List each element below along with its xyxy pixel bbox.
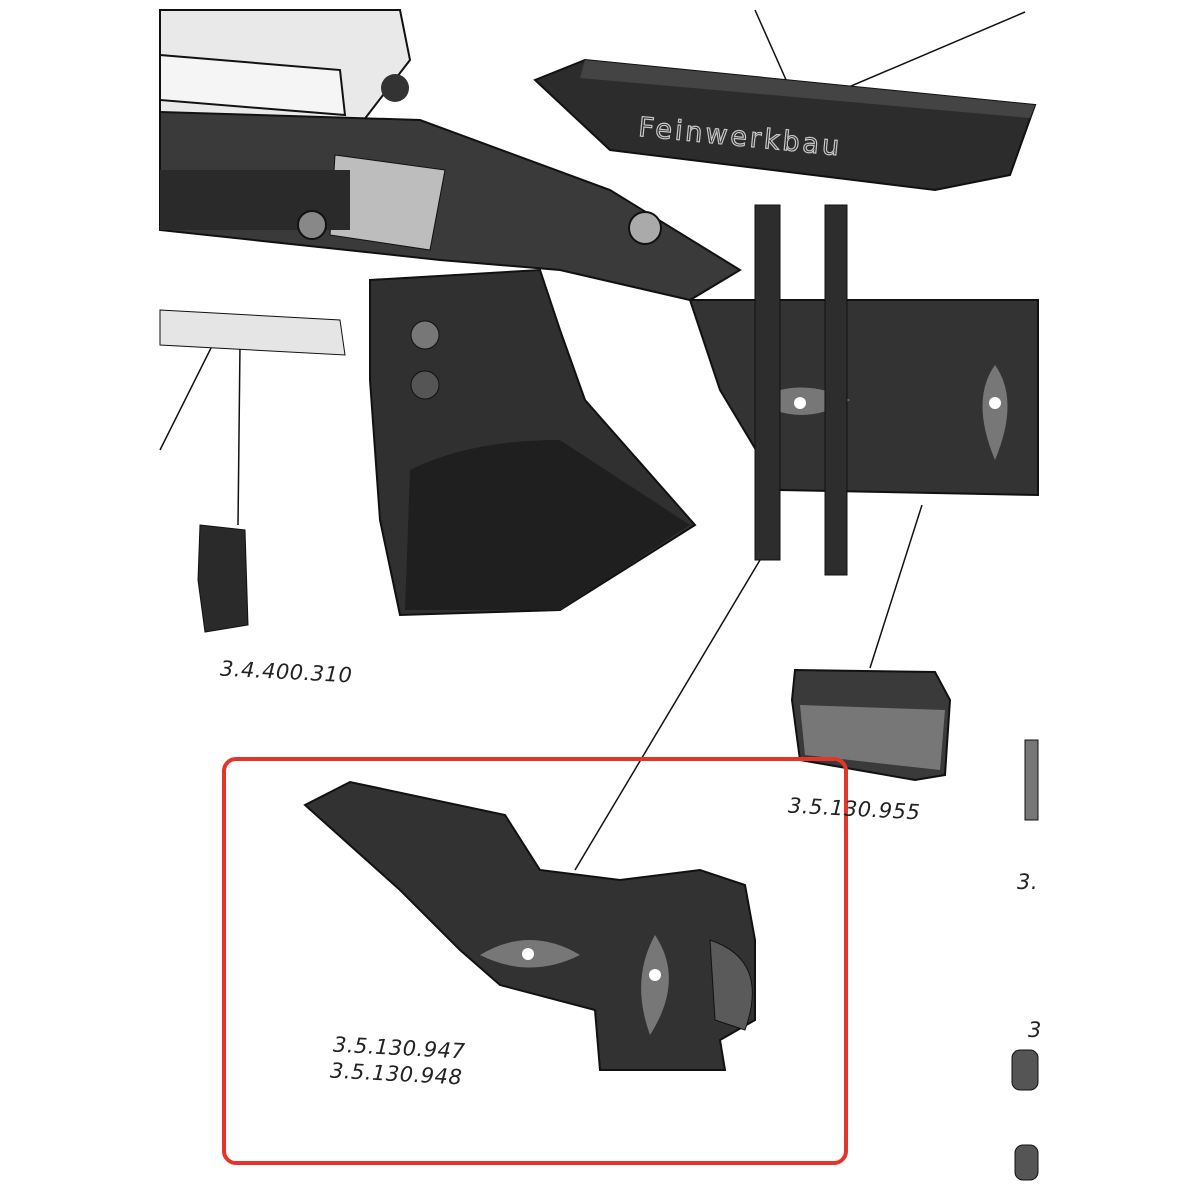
partial-parts-right xyxy=(1011,739,1039,1181)
part-number-partial-1: 3. xyxy=(1017,870,1039,894)
part-number-partial-2: 3 xyxy=(1028,1018,1042,1042)
highlighted-hook-part xyxy=(303,780,756,1071)
leader-lines xyxy=(159,9,1026,871)
cheek-piece xyxy=(533,58,1037,192)
pistol-grip xyxy=(369,268,697,617)
buttplate-block xyxy=(790,668,952,782)
trigger-part xyxy=(197,524,249,633)
stock-body xyxy=(688,204,1039,576)
highlight-frame xyxy=(222,757,848,1165)
receiver-assembly xyxy=(159,9,742,356)
